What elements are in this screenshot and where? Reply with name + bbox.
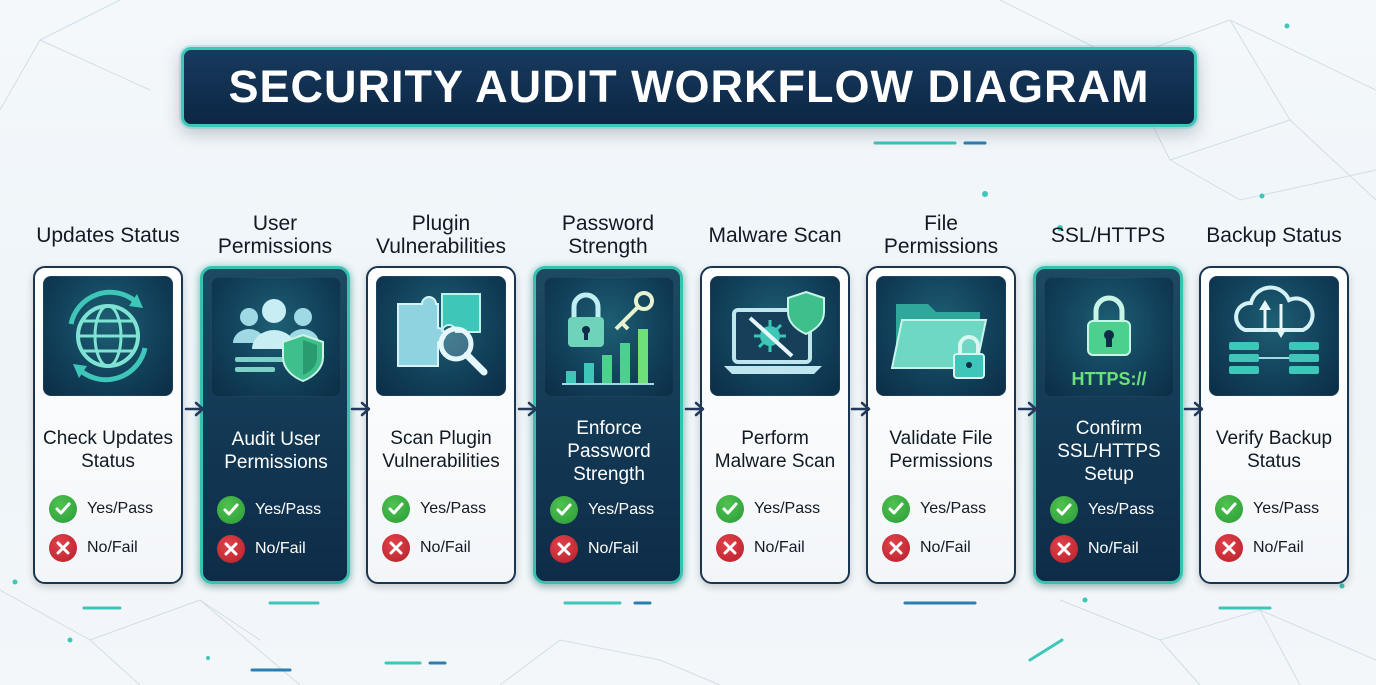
- laptop-virus-shield-icon: [710, 276, 840, 396]
- pass-result: Yes/Pass: [882, 494, 986, 524]
- fail-result: No/Fail: [382, 533, 471, 563]
- cross-icon: [1215, 534, 1243, 562]
- fail-result: No/Fail: [49, 533, 138, 563]
- fail-label: No/Fail: [1088, 540, 1139, 557]
- step-heading: User Permissions: [217, 212, 333, 258]
- step-heading: File Permissions: [883, 212, 999, 258]
- check-icon: [1050, 496, 1078, 524]
- step-action: Check Updates Status: [43, 428, 173, 472]
- puzzle-magnifier-icon: [376, 276, 506, 396]
- pass-result: Yes/Pass: [1050, 495, 1154, 525]
- pass-label: Yes/Pass: [754, 500, 821, 517]
- pass-result: Yes/Pass: [716, 494, 820, 524]
- pass-label: Yes/Pass: [255, 501, 322, 518]
- step-heading: Backup Status: [1206, 223, 1342, 247]
- fail-result: No/Fail: [882, 533, 971, 563]
- pass-result: Yes/Pass: [382, 494, 486, 524]
- fail-result: No/Fail: [217, 534, 306, 564]
- step-action: Validate File Permissions: [889, 428, 993, 472]
- pass-label: Yes/Pass: [1088, 501, 1155, 518]
- check-icon: [550, 496, 578, 524]
- pass-label: Yes/Pass: [420, 500, 487, 517]
- step-heading: Plugin Vulnerabilities: [376, 212, 506, 258]
- flow-arrow-icon: [1183, 401, 1204, 417]
- pass-result: Yes/Pass: [49, 494, 153, 524]
- cross-icon: [49, 534, 77, 562]
- flow-arrow-icon: [1017, 401, 1038, 417]
- title-banner: SECURITY AUDIT WORKFLOW DIAGRAM: [181, 47, 1197, 127]
- cross-icon: [882, 534, 910, 562]
- step-heading: Updates Status: [36, 223, 180, 247]
- fail-result: No/Fail: [1215, 533, 1304, 563]
- step-heading: Password Strength: [561, 212, 655, 258]
- pass-result: Yes/Pass: [550, 495, 654, 525]
- users-shield-icon: [211, 277, 341, 397]
- fail-label: No/Fail: [255, 540, 306, 557]
- step-action: Verify Backup Status: [1215, 428, 1333, 472]
- cross-icon: [1050, 535, 1078, 563]
- diagram-title: SECURITY AUDIT WORKFLOW DIAGRAM: [228, 61, 1150, 112]
- step-heading: SSL/HTTPS: [1050, 223, 1166, 247]
- step-action: Enforce Password Strength: [567, 417, 651, 485]
- https-lock-icon: HTTPS://: [1044, 277, 1174, 397]
- step-action: Confirm SSL/HTTPS Setup: [1057, 417, 1161, 485]
- fail-label: No/Fail: [754, 539, 805, 556]
- check-icon: [1215, 495, 1243, 523]
- step-action: Audit User Permissions: [224, 429, 328, 473]
- check-icon: [882, 495, 910, 523]
- cross-icon: [217, 535, 245, 563]
- cloud-server-backup-icon: [1209, 276, 1339, 396]
- step-action: Perform Malware Scan: [714, 428, 836, 472]
- step-action: Scan Plugin Vulnerabilities: [382, 428, 500, 472]
- step-card: Check Updates Status Yes/Pass No/Fail: [33, 266, 183, 584]
- fail-label: No/Fail: [920, 539, 971, 556]
- fail-result: No/Fail: [1050, 534, 1139, 564]
- globe-sync-icon: [43, 276, 173, 396]
- flow-arrow-icon: [850, 401, 871, 417]
- step-card: HTTPS:// Confirm SSL/HTTPS Setup Yes/Pas…: [1033, 266, 1183, 584]
- step-card: Perform Malware Scan Yes/Pass No/Fail: [700, 266, 850, 584]
- step-card: Scan Plugin Vulnerabilities Yes/Pass No/…: [366, 266, 516, 584]
- fail-result: No/Fail: [550, 534, 639, 564]
- cross-icon: [550, 535, 578, 563]
- check-icon: [382, 495, 410, 523]
- flow-arrow-icon: [684, 401, 705, 417]
- step-card: Verify Backup Status Yes/Pass No/Fail: [1199, 266, 1349, 584]
- pass-label: Yes/Pass: [1253, 500, 1320, 517]
- flow-arrow-icon: [517, 401, 538, 417]
- cross-icon: [716, 534, 744, 562]
- lock-key-bars-icon: [544, 277, 674, 397]
- pass-label: Yes/Pass: [87, 500, 154, 517]
- check-icon: [716, 495, 744, 523]
- fail-result: No/Fail: [716, 533, 805, 563]
- step-card: Audit User Permissions Yes/Pass No/Fail: [200, 266, 350, 584]
- fail-label: No/Fail: [1253, 539, 1304, 556]
- flow-arrow-icon: [350, 401, 371, 417]
- flow-arrow-icon: [184, 401, 205, 417]
- pass-label: Yes/Pass: [588, 501, 655, 518]
- check-icon: [217, 496, 245, 524]
- fail-label: No/Fail: [588, 540, 639, 557]
- step-card: Enforce Password Strength Yes/Pass No/Fa…: [533, 266, 683, 584]
- folder-lock-icon: [876, 276, 1006, 396]
- https-text: HTTPS://: [1072, 369, 1147, 389]
- step-card: Validate File Permissions Yes/Pass No/Fa…: [866, 266, 1016, 584]
- pass-result: Yes/Pass: [1215, 494, 1319, 524]
- fail-label: No/Fail: [87, 539, 138, 556]
- pass-label: Yes/Pass: [920, 500, 987, 517]
- fail-label: No/Fail: [420, 539, 471, 556]
- check-icon: [49, 495, 77, 523]
- pass-result: Yes/Pass: [217, 495, 321, 525]
- cross-icon: [382, 534, 410, 562]
- step-heading: Malware Scan: [708, 223, 842, 247]
